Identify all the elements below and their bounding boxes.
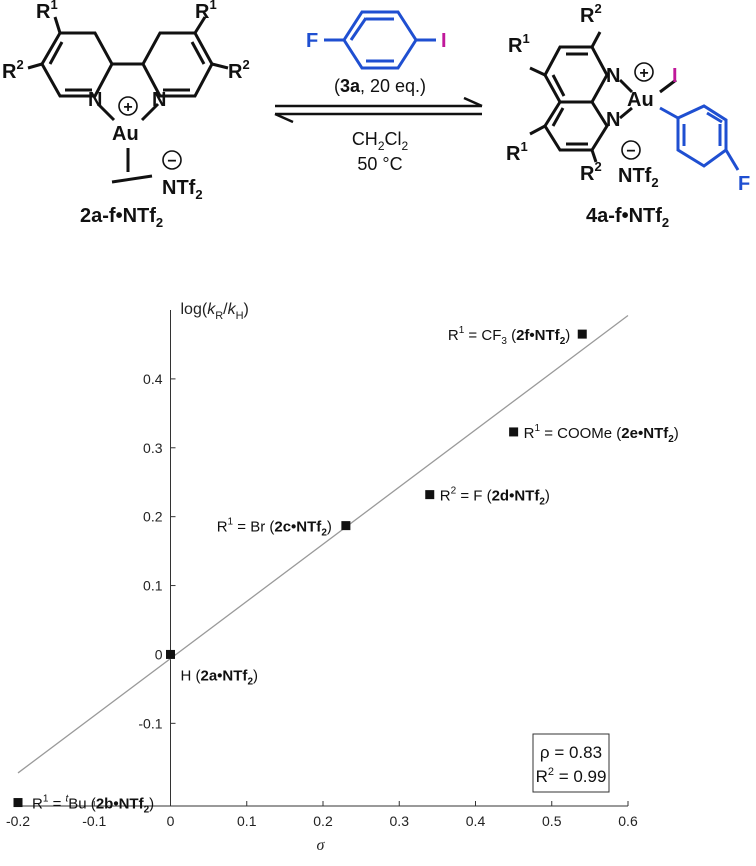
data-point bbox=[13, 798, 23, 808]
right-r2-top: R2 bbox=[580, 1, 602, 27]
x-tick-label: 0.4 bbox=[466, 813, 486, 829]
y-tick-label: 0.3 bbox=[143, 440, 163, 456]
right-fluorine: F bbox=[738, 173, 750, 195]
solvent-label: CH2Cl2 bbox=[352, 129, 409, 153]
y-tick-label: 0.2 bbox=[143, 509, 163, 525]
reagent-fluorine: F bbox=[306, 30, 318, 52]
point-label: R1 = Br (2c•NTf2) bbox=[217, 517, 332, 539]
left-au: Au bbox=[112, 123, 139, 145]
left-r2-a: R2 bbox=[2, 57, 24, 83]
left-plus-charge bbox=[118, 96, 138, 116]
reagent-structure bbox=[324, 10, 436, 70]
left-plus-sign: + bbox=[123, 99, 132, 116]
right-aryl bbox=[659, 104, 740, 171]
fit-annotation-box: ρ = 0.83 R2 = 0.99 bbox=[532, 733, 610, 793]
right-compound-labels: R2 R1 R1 R2 N N Au I F NTf2 4a-f•NTf2 bbox=[506, 1, 750, 230]
left-counterion: NTf2 bbox=[162, 177, 203, 202]
data-point bbox=[425, 490, 435, 500]
left-compound-name: 2a-f•NTf2 bbox=[80, 205, 163, 230]
temperature-label: 50 °C bbox=[357, 154, 402, 174]
right-compound-name: 4a-f•NTf2 bbox=[586, 205, 669, 230]
x-tick-label: 0 bbox=[167, 813, 175, 829]
x-tick-label: 0.2 bbox=[313, 813, 333, 829]
left-r1-b: R1 bbox=[195, 0, 217, 23]
y-tick-label: 0.4 bbox=[143, 371, 163, 387]
reagent-iodine: I bbox=[441, 30, 447, 52]
x-tick-label: 0.1 bbox=[237, 813, 257, 829]
reaction-scheme: R1 R1 R2 R2 N N Au NTf2 2a-f•NTf2 + − F … bbox=[2, 0, 750, 230]
point-label: R1 = COOMe (2e•NTf2) bbox=[524, 423, 679, 445]
plot-ticks: -0.2 -0.1 0 0.1 0.2 0.3 0.4 0.5 0.6 -0.1 0 0.1 0.2 0.… bbox=[6, 371, 638, 829]
left-compound bbox=[27, 16, 229, 184]
equilibrium-arrows bbox=[274, 96, 483, 124]
right-au: Au bbox=[627, 89, 654, 111]
x-tick-label: 0.3 bbox=[390, 813, 410, 829]
right-plus-sign: + bbox=[639, 65, 648, 82]
x-axis-label: σ bbox=[317, 837, 326, 854]
data-points: R1 = tBu (2b•NTf2) H (2a•NTf2) R1 = Br (2c… bbox=[13, 325, 679, 816]
right-n-top: N bbox=[606, 65, 620, 87]
y-tick-label: 0 bbox=[155, 646, 163, 662]
point-label: R2 = F (2d•NTf2) bbox=[440, 486, 550, 508]
x-tick-label: 0.5 bbox=[542, 813, 562, 829]
fit-line bbox=[17, 314, 629, 774]
hammett-plot: -0.2 -0.1 0 0.1 0.2 0.3 0.4 0.5 0.6 -0.1 0 0.1 0.2 0.… bbox=[6, 301, 679, 854]
right-compound bbox=[529, 31, 677, 163]
reagent-label: (3a, 20 eq.) bbox=[334, 76, 426, 96]
right-plus-charge bbox=[634, 62, 654, 82]
left-n-b: N bbox=[152, 89, 166, 111]
data-point bbox=[341, 521, 351, 531]
y-tick-label: -0.1 bbox=[138, 715, 162, 731]
point-label: R1 = tBu (2b•NTf2) bbox=[32, 794, 154, 816]
x-tick-label: 0.6 bbox=[618, 813, 638, 829]
point-label: H (2a•NTf2) bbox=[181, 667, 259, 687]
point-label: R1 = CF3 (2f•NTf2) bbox=[448, 325, 570, 347]
left-compound-labels: R1 R1 R2 R2 N N Au NTf2 2a-f•NTf2 bbox=[2, 0, 250, 230]
right-minus-charge bbox=[621, 140, 641, 160]
x-tick-label: -0.2 bbox=[6, 813, 30, 829]
data-point bbox=[577, 329, 587, 339]
right-minus-sign: − bbox=[626, 143, 635, 160]
y-axis-label: log(kR/kH) bbox=[181, 301, 249, 322]
data-point bbox=[166, 649, 175, 659]
left-r1-a: R1 bbox=[36, 0, 58, 23]
rho-value: ρ = 0.83 bbox=[540, 743, 602, 762]
left-minus-charge bbox=[162, 150, 182, 170]
right-r1-bottom: R1 bbox=[506, 139, 528, 165]
right-iodine: I bbox=[672, 65, 678, 87]
right-r2-bottom: R2 bbox=[580, 159, 602, 185]
y-tick-label: 0.1 bbox=[143, 578, 163, 594]
right-r1-top: R1 bbox=[508, 31, 530, 57]
x-tick-label: -0.1 bbox=[82, 813, 106, 829]
left-minus-sign: − bbox=[167, 153, 176, 170]
r-squared-value: R2 = 0.99 bbox=[536, 766, 607, 786]
data-point bbox=[509, 427, 519, 437]
left-n-a: N bbox=[88, 89, 102, 111]
left-r2-b: R2 bbox=[228, 57, 250, 83]
right-n-bottom: N bbox=[606, 109, 620, 131]
left-charges bbox=[118, 96, 182, 170]
right-counterion: NTf2 bbox=[618, 165, 659, 190]
